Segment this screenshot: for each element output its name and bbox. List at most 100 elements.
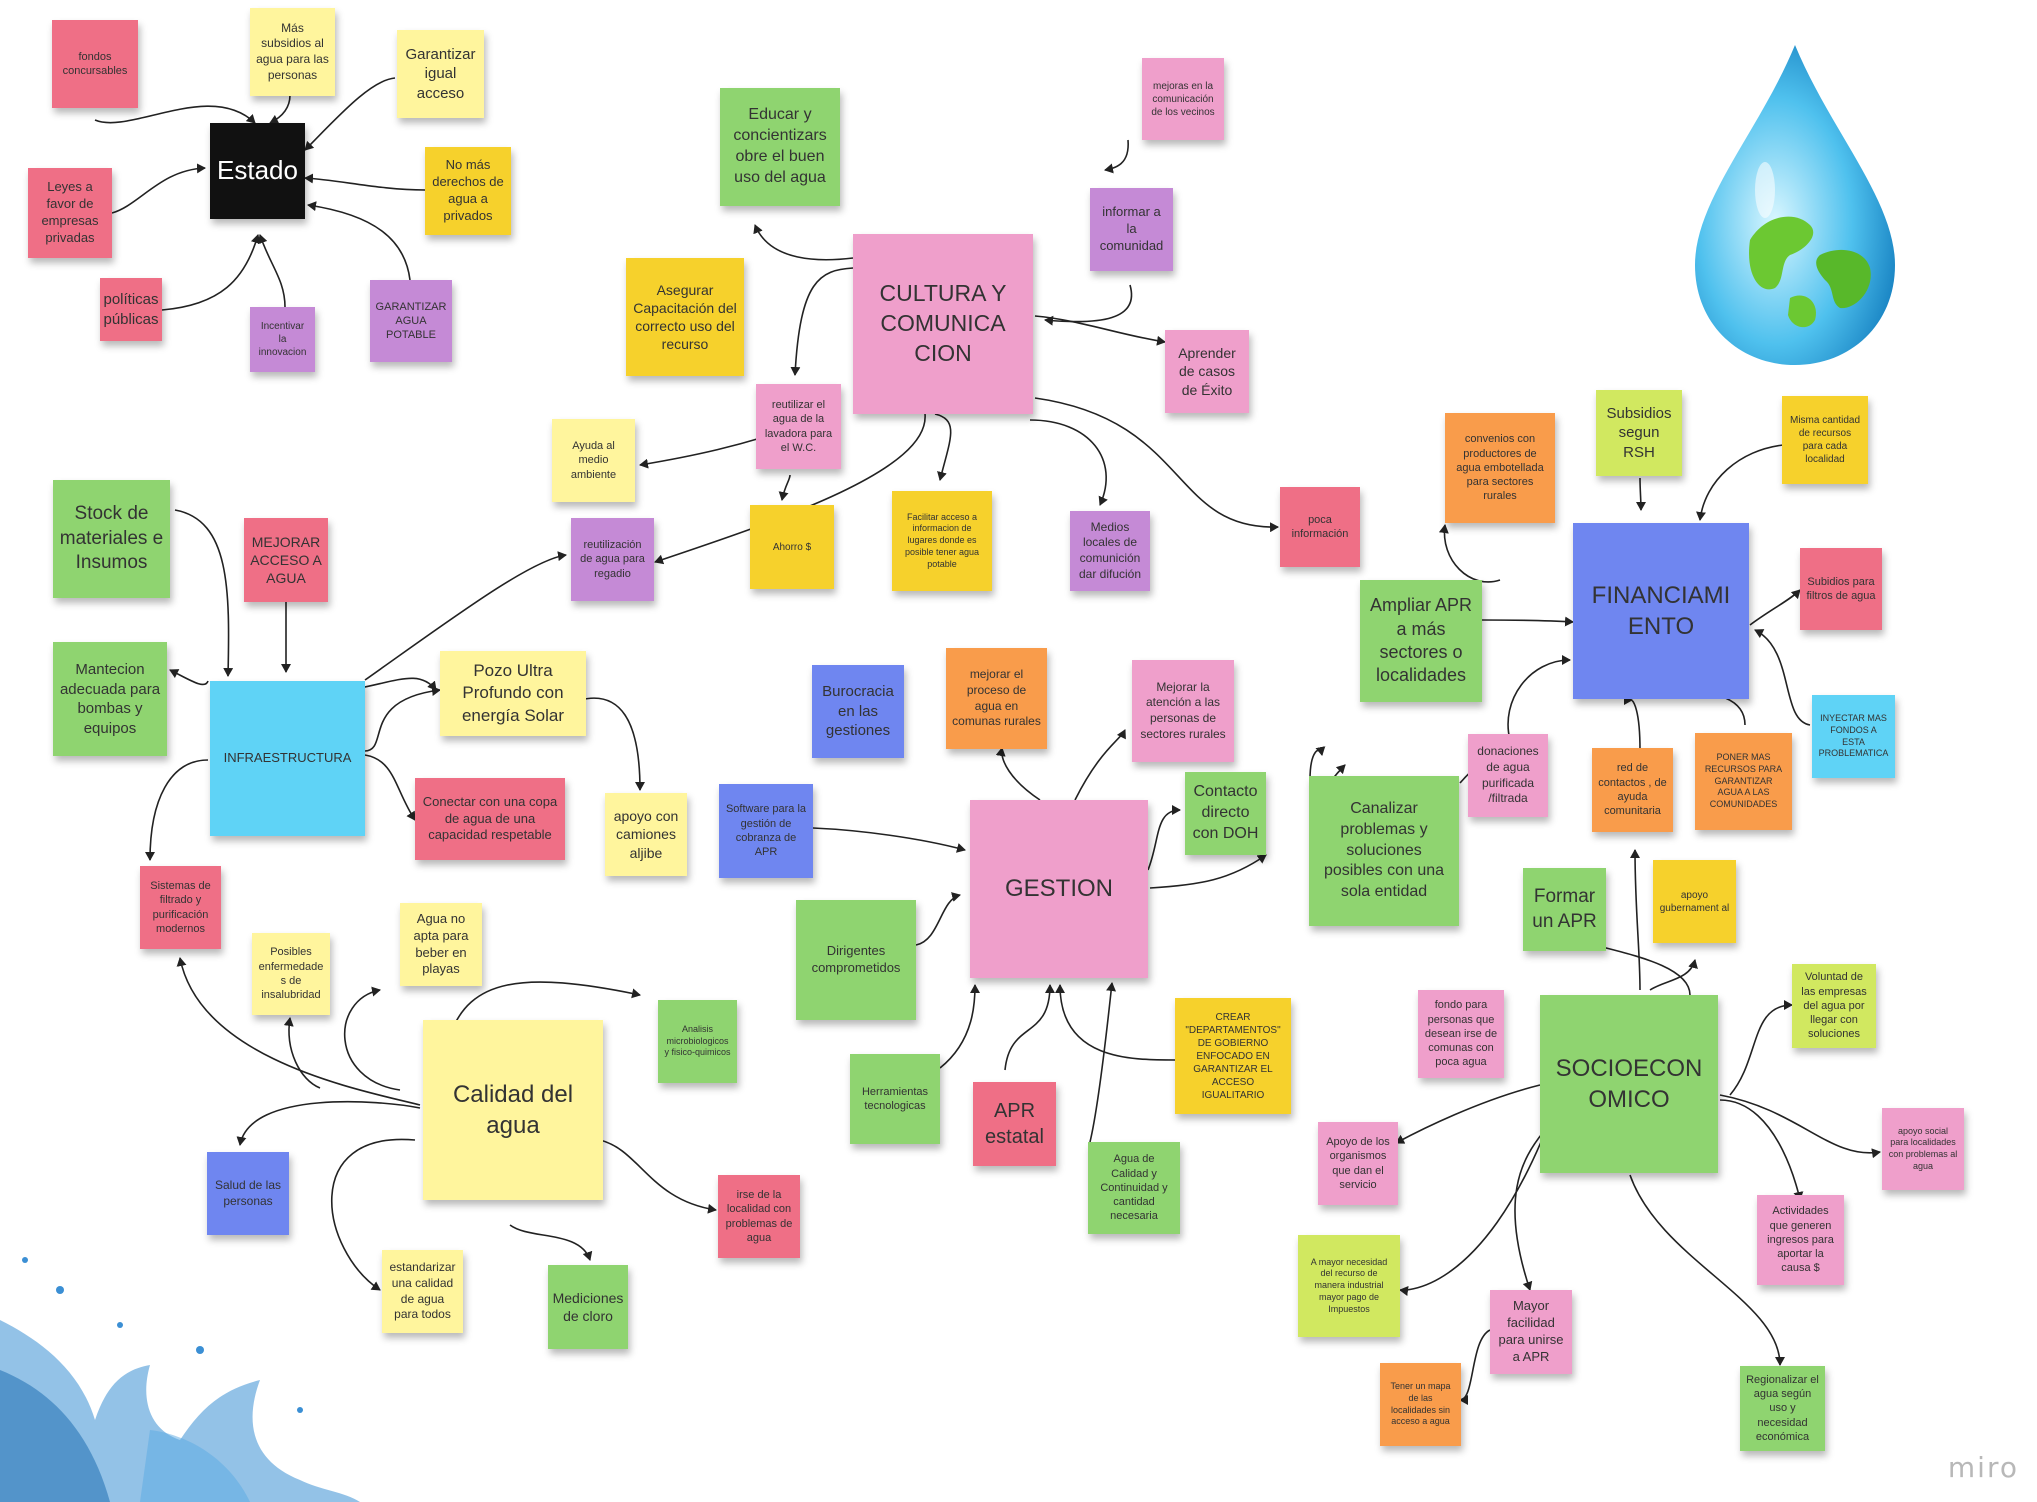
- sticky-note-n59[interactable]: red de contactos , de ayuda comunitaria: [1592, 748, 1673, 832]
- sticky-note-n2[interactable]: Más subsidios al agua para las personas: [250, 8, 335, 96]
- sticky-note-n66[interactable]: Apoyo de los organismos que dan el servi…: [1318, 1122, 1398, 1205]
- sticky-note-n33[interactable]: Mejorar la atención a las personas de se…: [1132, 660, 1234, 762]
- sticky-note-n63[interactable]: fondo para personas que desean irse de c…: [1418, 990, 1504, 1078]
- sticky-note-text: mejoras en la comunicación de los vecino…: [1151, 80, 1215, 118]
- connector-arrow-icon: [145, 759, 209, 861]
- sticky-note-n65[interactable]: Voluntad de las empresas del agua por ll…: [1792, 964, 1876, 1048]
- sticky-note-n52[interactable]: Subsidios segun RSH: [1596, 390, 1682, 476]
- sticky-note-n68[interactable]: A mayor necesidad del recurso de manera …: [1298, 1235, 1400, 1337]
- sticky-note-n8[interactable]: Incentivar la innovacion: [250, 307, 315, 372]
- sticky-note-n29[interactable]: apoyo con camiones aljibe: [605, 793, 687, 876]
- sticky-note-n38[interactable]: Dirigentes comprometidos: [796, 900, 916, 1020]
- connector-arrow-icon: [915, 892, 961, 946]
- sticky-note-text: Salud de las personas: [214, 1177, 282, 1208]
- sticky-note-n61[interactable]: Formar un APR: [1523, 868, 1606, 951]
- sticky-note-n20[interactable]: Medios locales de comunición dar difució…: [1070, 511, 1150, 591]
- sticky-note-n22[interactable]: reutilización de agua para regadio: [571, 518, 654, 601]
- sticky-note-n72[interactable]: Regionalizar el agua según uso y necesid…: [1740, 1366, 1825, 1451]
- sticky-note-n10[interactable]: Educar y concientizars obre el buen uso …: [720, 88, 840, 206]
- sticky-note-n15[interactable]: Asegurar Capacitación del correcto uso d…: [626, 258, 744, 376]
- sticky-note-n46[interactable]: Analisis microbiologicos y fisico-quimic…: [658, 1000, 737, 1083]
- sticky-note-text: Actividades que generen ingresos para ap…: [1767, 1205, 1834, 1275]
- sticky-note-n62[interactable]: apoyo gubernament al: [1653, 860, 1736, 943]
- connector-arrow-icon: [1514, 1129, 1546, 1291]
- sticky-note-n43[interactable]: Posibles enfermedade s de insalubridad: [252, 933, 330, 1015]
- sticky-note-text: Ampliar APR a más sectores o localidades: [1369, 595, 1473, 686]
- sticky-note-n36[interactable]: Contacto directo con DOH: [1185, 772, 1266, 855]
- sticky-note-n35[interactable]: GESTION: [970, 800, 1148, 978]
- sticky-note-n40[interactable]: APR estatal: [973, 1082, 1056, 1166]
- sticky-note-n19[interactable]: Facilitar acceso a informacion de lugare…: [892, 491, 992, 591]
- sticky-note-n60[interactable]: PONER MAS RECURSOS PARA GARANTIZAR AGUA …: [1695, 733, 1792, 830]
- sticky-note-n16[interactable]: reutilizar el agua de la lavadora para e…: [756, 384, 841, 469]
- sticky-note-n69[interactable]: Mayor facilidad para unirse a APR: [1490, 1290, 1572, 1374]
- sticky-note-n3[interactable]: Garantizar igual acceso: [397, 30, 484, 118]
- sticky-note-n6[interactable]: No más derechos de agua a privados: [425, 147, 511, 235]
- sticky-note-text: Estado: [217, 155, 298, 186]
- sticky-note-text: Incentivar la innovacion: [258, 321, 307, 358]
- connector-arrow-icon: [269, 94, 291, 124]
- water-splash-icon: [0, 1257, 360, 1502]
- sticky-note-n11[interactable]: CULTURA Y COMUNICA CION: [853, 234, 1033, 414]
- sticky-note-n71[interactable]: Tener un mapa de las localidades sin acc…: [1380, 1363, 1461, 1446]
- connector-arrow-icon: [1104, 139, 1129, 174]
- sticky-note-n24[interactable]: MEJORAR ACCESO A AGUA: [244, 518, 328, 602]
- sticky-note-n37[interactable]: Canalizar problemas y soluciones posible…: [1309, 776, 1459, 926]
- sticky-note-n25[interactable]: Mantecion adecuada para bombas y equipos: [53, 642, 167, 756]
- sticky-note-n31[interactable]: Burocracia en las gestiones: [812, 665, 904, 758]
- sticky-note-n56[interactable]: Subidios para filtros de agua: [1800, 548, 1882, 630]
- sticky-note-n1[interactable]: fondos concursables: [52, 20, 138, 108]
- connector-arrow-icon: [1635, 477, 1646, 511]
- sticky-note-n54[interactable]: Ampliar APR a más sectores o localidades: [1360, 580, 1482, 702]
- sticky-note-n34[interactable]: Software para la gestión de cobranza de …: [719, 784, 813, 878]
- sticky-note-n26[interactable]: INFRAESTRUCTURA: [210, 681, 365, 836]
- sticky-note-n45[interactable]: Calidad del agua: [423, 1020, 603, 1200]
- connector-arrow-icon: [169, 669, 209, 686]
- connector-arrow-icon: [257, 234, 286, 308]
- sticky-note-text: Garantizar igual acceso: [405, 45, 476, 102]
- sticky-note-text: Pozo Ultra Profundo con energía Solar: [461, 661, 565, 725]
- sticky-note-n41[interactable]: Agua de Calidad y Continuidad y cantidad…: [1088, 1142, 1180, 1234]
- sticky-note-n42[interactable]: CREAR "DEPARTAMENTOS" DE GOBIERNO ENFOCA…: [1175, 998, 1291, 1114]
- sticky-note-n18[interactable]: Ahorro $: [750, 505, 834, 589]
- sticky-note-n17[interactable]: Ayuda al medio ambiente: [552, 419, 635, 502]
- sticky-note-n67[interactable]: apoyo social para localidades con proble…: [1882, 1108, 1964, 1190]
- sticky-note-n70[interactable]: Actividades que generen ingresos para ap…: [1757, 1195, 1844, 1285]
- connector-arrow-icon: [1696, 444, 1784, 521]
- sticky-note-text: Medios locales de comunición dar difució…: [1078, 519, 1142, 581]
- sticky-note-n64[interactable]: SOCIOECON OMICO: [1540, 995, 1718, 1173]
- sticky-note-n4[interactable]: Estado: [210, 123, 305, 219]
- sticky-note-n58[interactable]: donaciones de agua purificada /filtrada: [1468, 734, 1548, 817]
- sticky-note-n51[interactable]: convenios con productores de agua embote…: [1445, 413, 1555, 523]
- sticky-note-n53[interactable]: Misma cantidad de recursos para cada loc…: [1782, 396, 1868, 484]
- sticky-note-n13[interactable]: informar a la comunidad: [1090, 188, 1173, 271]
- sticky-note-text: Dirigentes comprometidos: [811, 943, 901, 975]
- sticky-note-n57[interactable]: INYECTAR MAS FONDOS A ESTA PROBLEMATICA: [1812, 695, 1895, 778]
- sticky-note-text: irse de la localidad con problemas de ag…: [725, 1188, 793, 1244]
- connector-arrow-icon: [1438, 524, 1501, 583]
- sticky-note-n30[interactable]: Sistemas de filtrado y purificación mode…: [140, 866, 221, 949]
- sticky-note-n7[interactable]: políticas públicas: [100, 278, 162, 341]
- sticky-note-n12[interactable]: mejoras en la comunicación de los vecino…: [1142, 58, 1224, 140]
- sticky-note-n9[interactable]: GARANTIZAR AGUA POTABLE: [370, 280, 452, 362]
- sticky-note-n5[interactable]: Leyes a favor de empresas privadas: [28, 168, 112, 258]
- sticky-note-n48[interactable]: irse de la localidad con problemas de ag…: [718, 1175, 800, 1258]
- sticky-note-n14[interactable]: Aprender de casos de Éxito: [1165, 330, 1249, 413]
- sticky-note-n32[interactable]: mejorar el proceso de agua en comunas ru…: [946, 648, 1047, 749]
- sticky-note-text: convenios con productores de agua embote…: [1456, 433, 1544, 503]
- sticky-note-n50[interactable]: Mediciones de cloro: [548, 1265, 628, 1349]
- sticky-note-n39[interactable]: Herramientas tecnologicas: [850, 1054, 940, 1144]
- sticky-note-n47[interactable]: Salud de las personas: [207, 1152, 289, 1235]
- sticky-note-n44[interactable]: Agua no apta para beber en playas: [400, 903, 482, 986]
- sticky-note-n28[interactable]: Conectar con una copa de agua de una cap…: [415, 778, 565, 860]
- sticky-note-text: Ayuda al medio ambiente: [570, 440, 617, 481]
- sticky-note-n23[interactable]: Stock de materiales e Insumos: [53, 480, 170, 598]
- sticky-note-text: Agua de Calidad y Continuidad y cantidad…: [1100, 1153, 1168, 1223]
- sticky-note-text: Ahorro $: [772, 541, 812, 553]
- connector-arrow-icon: [1034, 397, 1279, 533]
- sticky-note-n49[interactable]: estandarizar una calidad de agua para to…: [382, 1250, 463, 1333]
- connector-arrow-icon: [579, 697, 645, 791]
- sticky-note-n21[interactable]: poca información: [1280, 487, 1360, 567]
- sticky-note-n55[interactable]: FINANCIAMI ENTO: [1573, 523, 1749, 699]
- sticky-note-n27[interactable]: Pozo Ultra Profundo con energía Solar: [440, 651, 586, 736]
